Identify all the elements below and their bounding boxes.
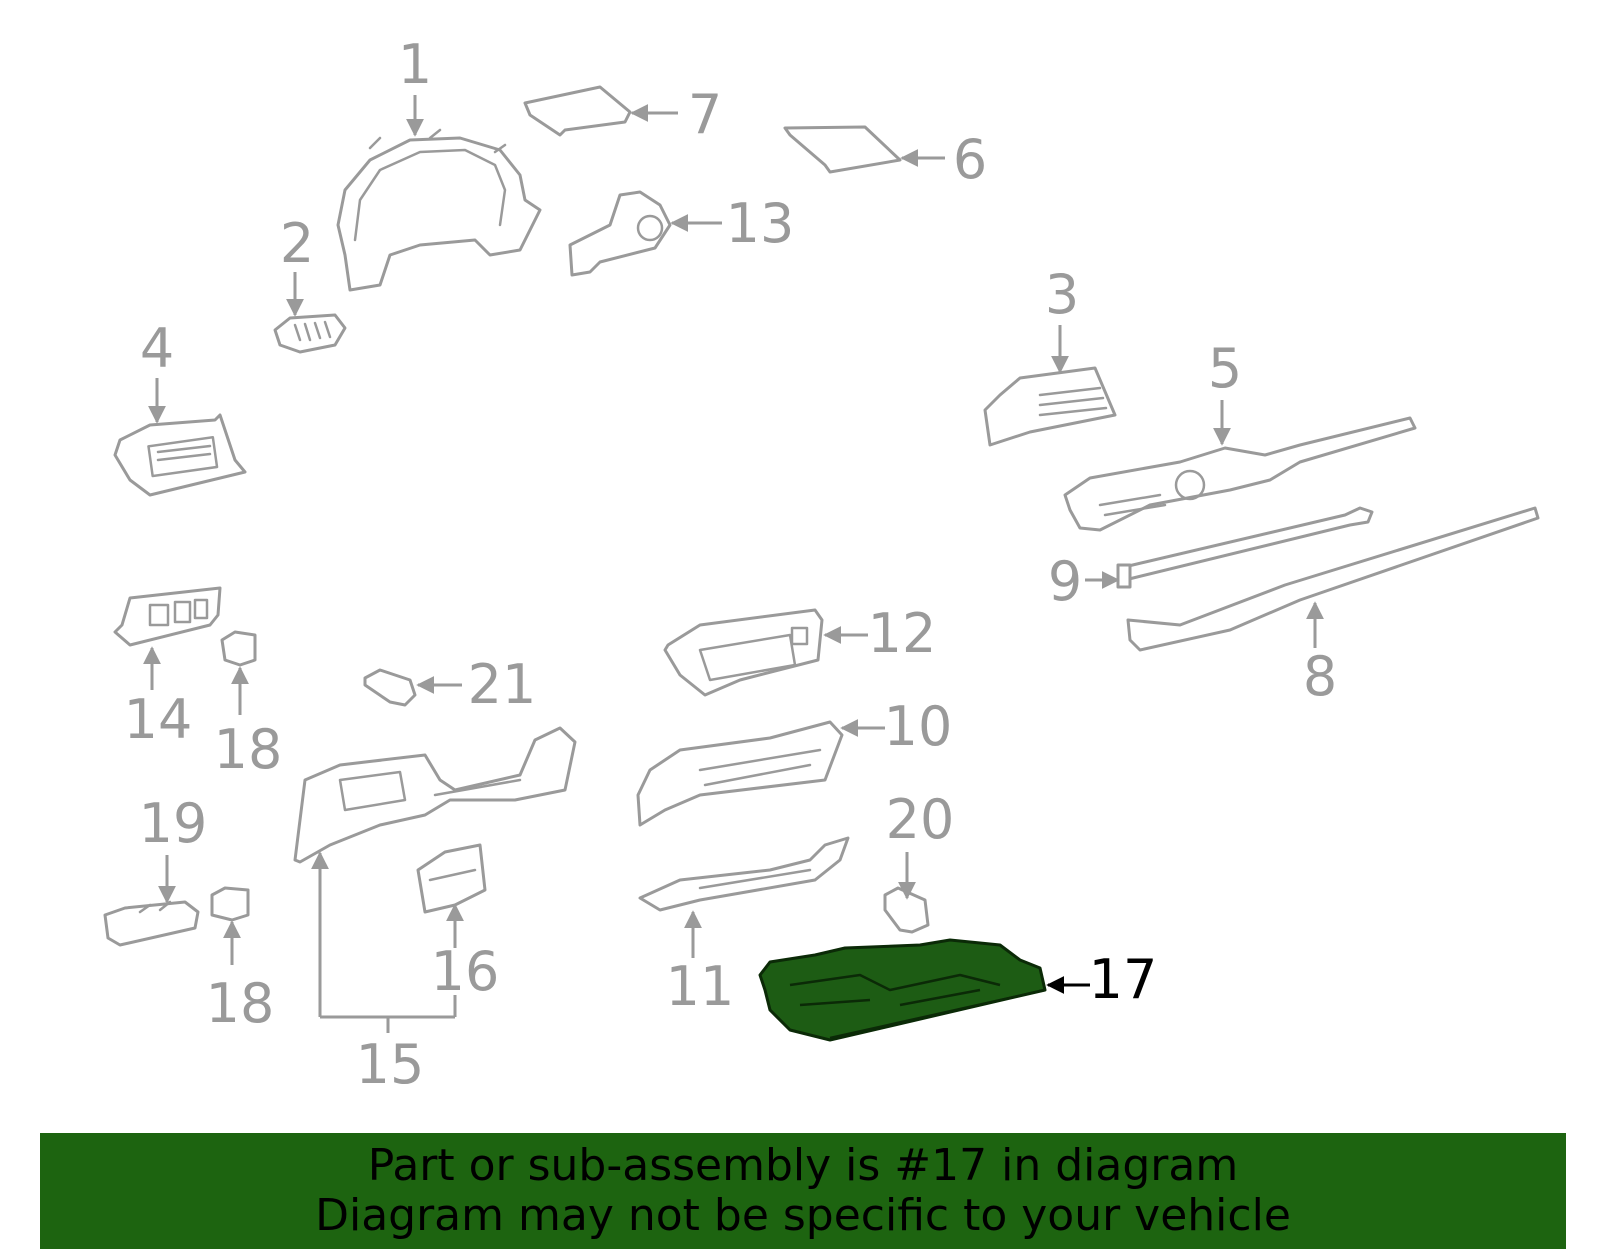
part-21-clip[interactable] <box>363 668 417 707</box>
callout-12: 12 <box>868 602 937 665</box>
callout-18-lower: 18 <box>206 972 275 1035</box>
part-7-cover[interactable] <box>523 85 632 137</box>
info-banner: Part or sub-assembly is #17 in diagram D… <box>40 1133 1566 1249</box>
part-18-clip-upper[interactable] <box>220 630 257 667</box>
callout-20: 20 <box>886 788 955 851</box>
part-9-rod[interactable] <box>1116 506 1374 589</box>
part-1-cluster-hood[interactable] <box>336 128 542 292</box>
part-19-tray[interactable] <box>103 900 200 947</box>
callout-15: 15 <box>356 1033 425 1096</box>
callout-17: 17 <box>1089 948 1158 1011</box>
part-10-reinforcement[interactable] <box>636 720 844 827</box>
callout-6: 6 <box>953 128 987 191</box>
callout-1: 1 <box>398 33 432 96</box>
callout-16: 16 <box>431 940 500 1003</box>
callout-5: 5 <box>1208 337 1242 400</box>
callout-8: 8 <box>1303 645 1337 708</box>
banner-line-1: Part or sub-assembly is #17 in diagram <box>367 1140 1239 1191</box>
part-14-switch-panel[interactable] <box>113 586 222 647</box>
callout-19: 19 <box>139 792 208 855</box>
part-11-lower-trim[interactable] <box>638 836 850 912</box>
part-13-column-cover[interactable] <box>568 190 672 277</box>
part-8-trim-strip[interactable] <box>1126 506 1540 652</box>
callout-18-upper: 18 <box>214 718 283 781</box>
callout-21: 21 <box>468 653 537 716</box>
callout-11: 11 <box>666 955 735 1018</box>
part-16-bracket[interactable] <box>416 843 487 914</box>
part-12-display-bezel[interactable] <box>663 608 824 697</box>
part-5-center-register[interactable] <box>1063 416 1417 532</box>
callout-2: 2 <box>280 212 314 275</box>
part-17-highlighted[interactable] <box>758 938 1047 1042</box>
callout-9: 9 <box>1048 550 1082 613</box>
callout-14: 14 <box>124 688 193 751</box>
part-18-clip-lower[interactable] <box>210 886 250 922</box>
callout-3: 3 <box>1045 263 1079 326</box>
callout-7: 7 <box>688 83 722 146</box>
part-15-lower-panel[interactable] <box>293 726 577 864</box>
banner-line-2: Diagram may not be specific to your vehi… <box>315 1190 1291 1241</box>
callout-10: 10 <box>884 695 953 758</box>
part-4-vent[interactable] <box>113 413 247 497</box>
callout-13: 13 <box>726 192 795 255</box>
part-6-cover[interactable] <box>783 125 902 174</box>
part-3-vent[interactable] <box>983 366 1117 447</box>
callout-4: 4 <box>140 317 174 380</box>
part-2-vent[interactable] <box>273 313 347 354</box>
